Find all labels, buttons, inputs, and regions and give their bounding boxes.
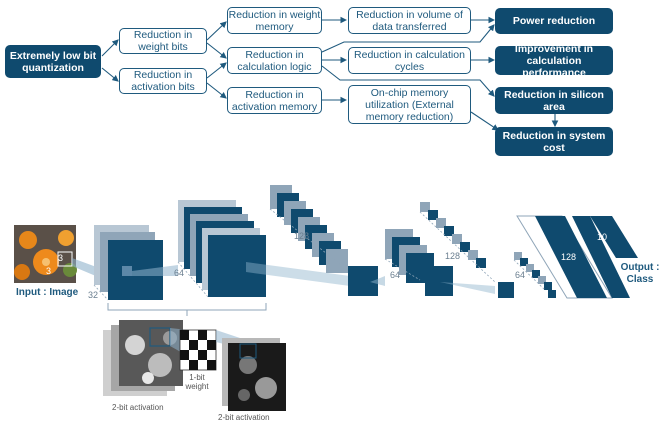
- inset-weight-label: 1-bit weight: [185, 373, 209, 391]
- weight-memory-box: Reduction in weight memory: [227, 7, 322, 34]
- weight-bits-box: Reduction in weight bits: [119, 28, 207, 54]
- calculation-logic-box: Reduction in calculation logic: [227, 47, 322, 74]
- silicon-area-box: Reduction in silicon area: [495, 87, 613, 114]
- input-dim-height: 3: [58, 253, 64, 263]
- arrow-weight-weightmem: [206, 21, 227, 41]
- output-label: Output : Class: [620, 262, 660, 285]
- channel-label-5: 128: [445, 251, 461, 261]
- channel-label-7: 128: [561, 252, 577, 262]
- arrow-calclogic-power: [321, 24, 495, 53]
- conv-stack-4: [385, 229, 453, 296]
- conv-stack-6: [514, 252, 556, 298]
- channel-label-4: 64: [390, 270, 401, 280]
- input-label: Input : Image: [16, 287, 79, 298]
- channel-label-6: 64: [515, 270, 526, 280]
- conv-stack-1: [94, 225, 163, 300]
- channel-label-8: 10: [597, 232, 608, 242]
- channel-label-3: 128: [294, 231, 310, 241]
- calc-performance-box: Improvement in calculation performance: [495, 43, 613, 79]
- channel-label-2: 64: [174, 268, 185, 278]
- activation-bits-box: Reduction in activation bits: [119, 68, 207, 94]
- calculation-cycles-box: Reduction in calculation cycles: [348, 47, 471, 74]
- activation-memory-box: Reduction in activation memory: [227, 87, 322, 114]
- input-dim-width: 3: [46, 266, 52, 276]
- quantization-inset: [103, 320, 286, 411]
- power-reduction-box: Power reduction: [495, 8, 613, 34]
- onchip-memory-box: On-chip memory utilization (External mem…: [348, 85, 471, 124]
- flowchart-connectors: [101, 16, 559, 131]
- system-cost-box: Reduction in system cost: [495, 127, 613, 156]
- arrow-weight-calclogic: [206, 42, 227, 59]
- conv-stack-2: [178, 200, 266, 297]
- inset-activation-right-label: 2-bit activation: [218, 413, 270, 422]
- root-box: Extremely low bit quantization: [5, 45, 101, 78]
- conv-stack-5: [420, 202, 514, 298]
- arrow-calclogic-area: [321, 65, 495, 97]
- arrow-act-actmem: [206, 82, 227, 99]
- inset-activation-left-label: 2-bit activation: [112, 403, 164, 412]
- arrow-act-calclogic: [206, 62, 227, 79]
- channel-label-1: 32: [88, 290, 99, 300]
- data-transferred-box: Reduction in volume of data transferred: [348, 7, 471, 34]
- arrow-root-activation: [101, 67, 119, 82]
- fc-layers: [516, 215, 638, 299]
- arrow-root-weight: [101, 39, 119, 57]
- inset-bracket: [107, 303, 267, 316]
- arrow-onchip-cost: [470, 111, 499, 131]
